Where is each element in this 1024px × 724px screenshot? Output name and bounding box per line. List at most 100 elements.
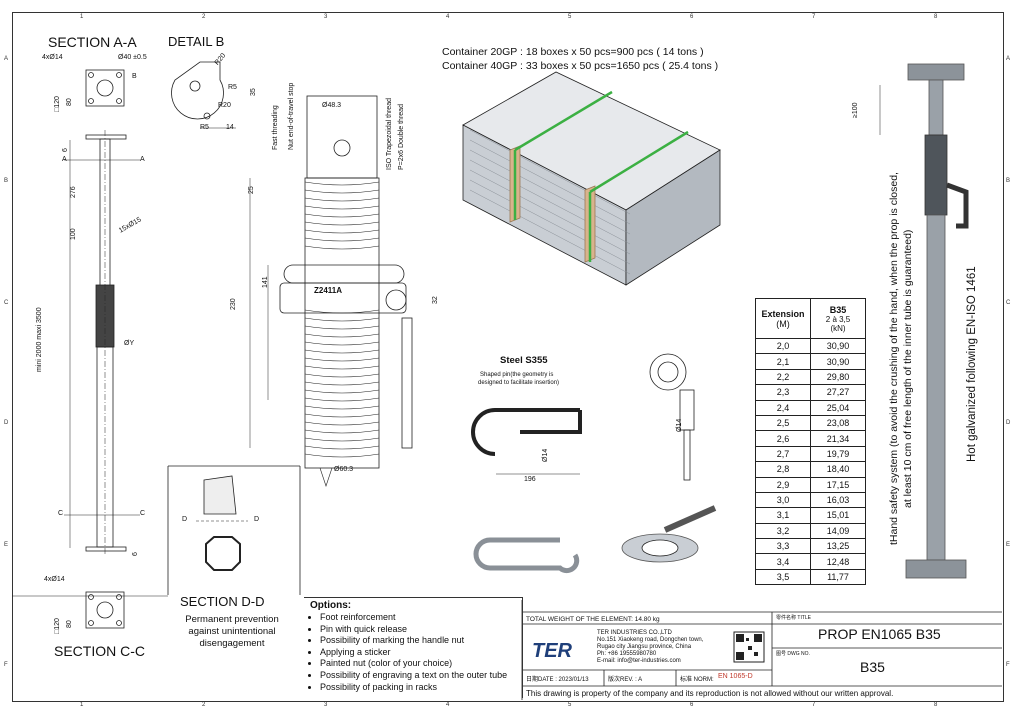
section-a-right: A [140,156,145,163]
grid-row-c-right: C [1006,300,1011,306]
detail-b-head [171,61,224,120]
grid-col-6: 6 [690,14,694,20]
pin-diameter: Ø14 [542,448,549,462]
section-d-left: D [182,516,188,523]
extension-cell: 3,3 [755,538,811,555]
grid-row-c: C [4,300,9,306]
norm-value: EN 1065-D [718,673,753,680]
safety-note-1: tHand safety system (to avoid the crushi… [888,172,900,545]
thread-nut [95,284,115,348]
dim-cc-holes: 4xØ14 [44,576,65,583]
load-cell: 19,79 [810,445,866,463]
grid-col-2: 2 [202,14,206,20]
extension-cell: 3,2 [755,522,811,540]
dim-aa-b: B [132,73,137,80]
outer-frame [12,12,1004,702]
extension-cell: 2,0 [755,337,811,355]
section-dd-title: SECTION D-D [180,594,265,609]
option-item: Pin with quick release [320,624,522,636]
grid-row-f: F [4,662,8,668]
grid-col-4-bottom: 4 [446,702,450,708]
detail-b-title: DETAIL B [168,34,225,49]
grid-row-f-right: F [1006,662,1010,668]
nut-pin-diameter: Ø14 [676,418,683,432]
label-nut-stop: Nut end-of-travel stop [288,82,295,150]
company-phone: Ph: +86 19555980780 [597,651,657,657]
dd-note-1: Permanent prevention [185,614,279,625]
label-iso-thread: ISO Trapezoidal thread [386,98,393,170]
load-cell: 27,27 [810,384,866,401]
dim-aa-diameter: Ø40 ±0.5 [118,54,147,61]
shaped-pin [471,408,580,456]
grid-row-b: B [4,178,9,184]
section-c-left: C [58,510,64,517]
grid-col-7-bottom: 7 [812,702,816,708]
extension-cell: 2,7 [755,445,811,463]
label-fast-threading: Fast threading [272,105,279,150]
dd-note-3: disengagement [199,638,265,649]
load-cell: 29,80 [810,368,866,386]
company-email: E-mail: info@ter-industries.com [597,658,681,664]
load-cell: 23,08 [810,414,866,432]
extension-cell: 2,6 [755,430,811,447]
dim-100: 100 [70,228,77,240]
handle-nut-body [279,282,407,314]
dim-aa-80: 80 [66,98,73,106]
dim-6-top: 6 [62,148,69,152]
bottom-plate-elevation [85,546,127,552]
load-cell: 17,15 [810,476,866,493]
section-aa-plate [85,69,125,107]
company-logo: TER [532,640,572,662]
dim-141: 141 [262,276,269,288]
section-cc-title: SECTION C-C [54,643,145,659]
option-item: Applying a sticker [320,647,522,659]
extension-cell: 2,1 [755,353,811,370]
option-item: Possibility of engraving a text on the o… [320,670,522,682]
dim-276: 276 [70,186,77,198]
dim-cc-80: 80 [66,620,73,628]
grid-col-1: 1 [80,14,84,20]
prop-photo [905,63,969,579]
extension-cell: 2,4 [755,399,811,416]
dim-ge-100: ≥100 [852,102,859,118]
pin-note-2: designed to facilitate insertion) [478,380,560,386]
dim-r20-bottom: R20 [218,102,231,109]
grid-row-d-right: D [1006,420,1011,426]
drawing-title: PROP EN1065 B35 [818,626,941,642]
load-cell: 13,25 [810,538,866,555]
dim-32: 32 [432,296,439,304]
dd-note-2: against unintentional [188,626,276,637]
grid-col-6-bottom: 6 [690,702,694,708]
galvanized-note: Hot galvanized following EN-ISO 1461 [966,266,978,462]
label-double-thread: P=2x6 Double thread [398,104,405,170]
section-a-left: A [62,156,67,163]
section-d-right: D [254,516,260,523]
load-cell: 30,90 [810,337,866,355]
drawing-date: 日期DATE : 2023/01/13 [526,677,589,683]
pin-length: 196 [524,476,536,483]
pin-material: Steel S355 [500,355,548,366]
table-header-extension: Extension(M) [755,298,811,339]
safety-note-2: at least 10 cm of free length of the inn… [902,229,914,508]
options-title: Options: [310,600,352,611]
dwg-label: 图号 DWG NO. [776,651,810,657]
option-item: Foot reinforcement [320,612,522,624]
load-cell: 18,40 [810,461,866,478]
dim-14: 14 [226,124,234,131]
grid-col-5-bottom: 5 [568,702,572,708]
dim-60-3: Ø60.3 [334,466,354,473]
norm-label: 标准 NORM: [680,677,714,683]
extension-cell: 3,1 [755,507,811,524]
load-cell: 30,90 [810,353,866,370]
grid-col-1-bottom: 1 [80,702,84,708]
section-cc-plate [85,591,125,629]
load-cell: 15,01 [810,507,866,524]
pin-shaft [401,317,413,449]
